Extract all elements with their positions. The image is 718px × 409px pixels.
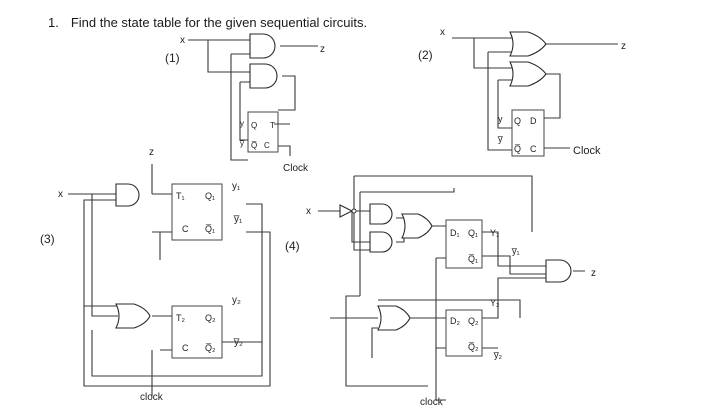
circuit-2-pin-c: C (530, 144, 537, 154)
circuit-2-pin-qbar: Q̅ (514, 144, 521, 154)
circuit-1-pin-y: y (240, 119, 244, 128)
circuit-4-y2: Y₂ (490, 298, 500, 308)
circuit-2-pin-ybar: y̅ (497, 134, 503, 144)
circuit-1-and-gate-2 (249, 63, 278, 89)
circuit-1-pin-q: Q (251, 121, 257, 130)
circuit-2-pin-q: Q (514, 116, 521, 126)
circuit-4-y1: Y₁ (490, 228, 499, 238)
circuit-4-or-gate-2 (377, 305, 411, 331)
circuit-1: (1) x z Clock y Q T y̅ Q̅ C (165, 33, 325, 174)
circuit-3-y1bar: y̅₁ (233, 214, 243, 225)
circuit-4-d-flip-flop-1 (445, 219, 483, 269)
question-number: 1. (48, 15, 59, 30)
circuit-4-y2bar: y̅₂ (493, 350, 502, 360)
circuit-4-ff1-d: D₁ (450, 228, 460, 238)
circuit-4-ff1-qbar: Q̅₁ (468, 254, 478, 264)
circuit-1-pin-qbar: Q̅ (251, 141, 257, 150)
circuit-3-wires (68, 164, 271, 396)
circuit-2-input-x: x (440, 27, 445, 38)
circuit-4-ff2-q: Q₂ (468, 316, 479, 326)
circuit-4-clock-label: clock (420, 397, 444, 408)
circuit-3-y2: y₂ (232, 295, 241, 306)
circuit-3-y1: y₁ (232, 181, 241, 192)
circuit-3-ff1-qbar: Q̅₁ (205, 224, 215, 234)
circuit-4: (4) x z clock D₁ Q₁ Q̅₁ Y₁ y̅₁ D₂ Q₂ Q̅₂… (285, 175, 596, 408)
circuit-4-or-gate-1 (401, 213, 433, 239)
circuit-1-input-x: x (180, 35, 185, 46)
circuit-3-y2bar: y̅₂ (233, 337, 243, 348)
circuit-3-and-gate (115, 183, 140, 207)
circuit-2-pin-y: y (498, 114, 503, 124)
circuit-3-ff2-c: C (182, 343, 189, 353)
circuit-1-t-flip-flop (247, 111, 279, 153)
circuit-4-ff2-d: D₂ (450, 316, 460, 326)
circuit-1-pin-ybar: y̅ (239, 139, 245, 148)
circuit-1-clock-label: Clock (283, 163, 309, 174)
circuit-1-label: (1) (165, 51, 180, 65)
circuit-4-ff2-qbar: Q̅₂ (468, 342, 479, 352)
circuit-3-clock-label: clock (140, 392, 164, 403)
circuit-1-and-gate-1 (249, 33, 276, 59)
circuit-3-ff2-q: Q₂ (205, 313, 216, 323)
circuit-3-ff2-t: T₂ (176, 313, 185, 323)
circuit-2-wires (452, 37, 618, 151)
question-text: Find the state table for the given seque… (70, 15, 368, 30)
circuit-4-d-flip-flop-2 (445, 309, 483, 357)
circuit-2-pin-d: D (530, 116, 537, 126)
circuit-2-or-gate-2 (509, 61, 547, 87)
circuit-4-buffer-bubble (351, 208, 357, 214)
circuit-3-ff1-c: C (182, 224, 189, 234)
circuit-1-output-z: z (320, 44, 325, 55)
circuit-3-ff2-qbar: Q̅₂ (205, 343, 216, 353)
circuit-2-or-gate-1 (509, 31, 547, 57)
circuit-1-pin-t: T (270, 121, 275, 130)
circuit-4-ff1-q: Q₁ (468, 228, 478, 238)
circuit-3-ff1-t: T₁ (176, 191, 185, 201)
circuit-4-and-gate-3 (545, 259, 572, 283)
circuit-2-label: (2) (418, 48, 433, 62)
circuit-3-t-flip-flop-1 (171, 183, 223, 241)
circuit-3-t-flip-flop-2 (171, 305, 223, 359)
circuit-3-input-x: x (58, 189, 63, 200)
circuit-2-d-flip-flop (511, 109, 545, 157)
circuit-4-label: (4) (285, 239, 300, 253)
circuit-4-y1bar: y̅₁ (511, 246, 519, 256)
circuit-1-pin-c: C (264, 141, 270, 150)
circuit-3-ff1-q: Q₁ (205, 191, 215, 201)
circuit-1-wires (188, 39, 318, 161)
circuit-3: (3) x z clock T₁ Q₁ C Q̅₁ y₁ y̅₁ T₂ Q₂ C… (40, 147, 271, 403)
circuit-4-and-gate-1 (369, 203, 393, 225)
circuit-3-or-gate (115, 303, 151, 329)
question-title: 1. Find the state table for the given seq… (48, 15, 367, 30)
circuit-2-output-z: z (621, 41, 626, 52)
circuit-2-clock-label: Clock (573, 145, 601, 157)
circuit-2: (2) x z Clock y Q D y̅ Q̅ C (418, 27, 626, 157)
circuit-4-buffer (339, 204, 354, 218)
circuit-4-input-x: x (306, 206, 311, 217)
circuit-3-label: (3) (40, 232, 55, 246)
circuit-4-output-z: z (591, 268, 596, 279)
circuit-4-and-gate-2 (369, 231, 393, 253)
circuit-3-output-z: z (149, 147, 154, 158)
circuit-4-wires (318, 175, 585, 401)
